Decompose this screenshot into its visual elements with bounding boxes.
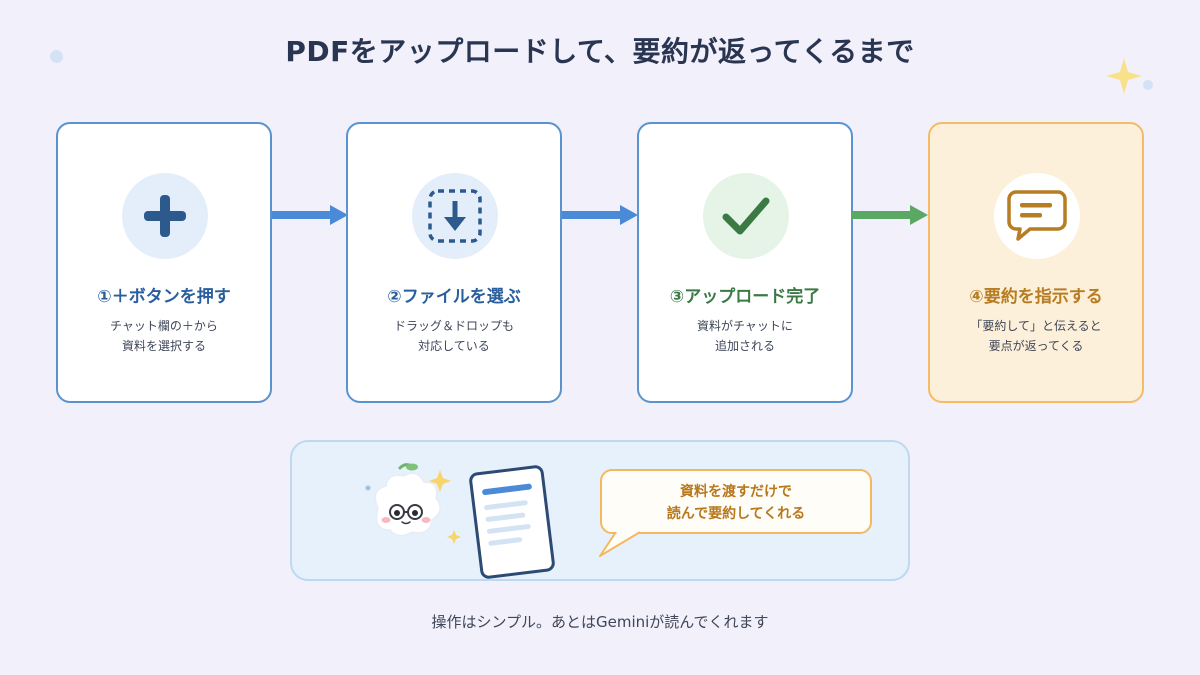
plus-icon (144, 195, 186, 237)
step-description: チャット欄の＋から 資料を選択する (66, 316, 262, 356)
decorative-dot (1143, 80, 1153, 90)
download-drop-icon (428, 189, 482, 243)
step-description-line: チャット欄の＋から (110, 319, 218, 333)
arrow-right-icon (272, 205, 348, 225)
step-title: ③アップロード完了 (669, 287, 821, 307)
step-title: ①＋ボタンを押す (97, 287, 231, 307)
page-title: PDFをアップロードして、要約が返ってくるまで (285, 35, 915, 68)
step-description: 資料がチャットに 追加される (647, 316, 843, 356)
step-description-line: ドラッグ＆ドロップも (393, 319, 514, 333)
arrow-right-icon (852, 205, 928, 225)
step-description-line: 対応している (418, 339, 490, 353)
mascot-character-icon (365, 463, 461, 544)
checkmark-icon (722, 197, 770, 235)
step-description-line: 資料がチャットに (697, 319, 793, 333)
speech-bubble-tail (599, 531, 641, 557)
sparkle-icon (1106, 58, 1142, 94)
step-description-line: 資料を選択する (121, 339, 206, 353)
chat-bubble-icon (1007, 190, 1067, 241)
footer-caption: 操作はシンプル。あとはGeminiが読んでくれます (431, 613, 769, 631)
speech-bubble: 資料を渡すだけで 読んで要約してくれる (600, 469, 872, 534)
step-icon-circle (412, 173, 498, 259)
step-icon-circle (994, 173, 1080, 259)
step-description: 「要約して」と伝えると 要点が返ってくる (938, 316, 1134, 356)
step-title: ②ファイルを選ぶ (387, 287, 521, 307)
step-card-2: ②ファイルを選ぶ ドラッグ＆ドロップも 対応している (346, 122, 562, 403)
step-description: ドラッグ＆ドロップも 対応している (356, 316, 552, 356)
decorative-dot (50, 50, 63, 63)
step-description-line: 追加される (714, 339, 775, 353)
speech-bubble-line: 資料を渡すだけで (680, 484, 792, 500)
step-card-4: ④要約を指示する 「要約して」と伝えると 要点が返ってくる (928, 122, 1144, 403)
step-description-line: 「要約して」と伝えると (970, 319, 1102, 333)
step-title: ④要約を指示する (969, 287, 1103, 307)
step-card-3: ③アップロード完了 資料がチャットに 追加される (637, 122, 853, 403)
step-card-1: ①＋ボタンを押す チャット欄の＋から 資料を選択する (56, 122, 272, 403)
document-icon (469, 465, 555, 579)
step-icon-circle (703, 173, 789, 259)
speech-bubble-line: 読んで要約してくれる (666, 506, 806, 522)
arrow-right-icon (562, 205, 638, 225)
step-icon-circle (122, 173, 208, 259)
step-description-line: 要点が返ってくる (988, 339, 1084, 353)
